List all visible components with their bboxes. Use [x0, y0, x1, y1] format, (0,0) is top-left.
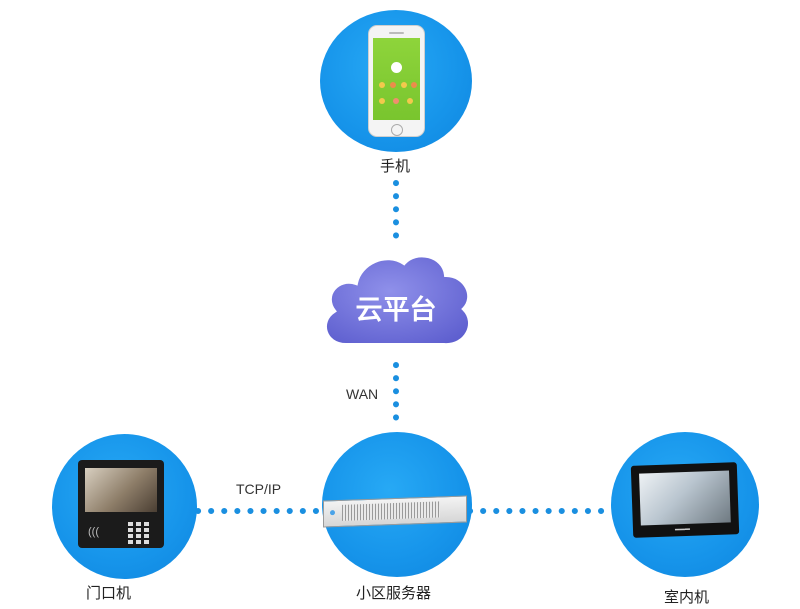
- indoor-unit-label: 室内机: [664, 588, 710, 606]
- indoor-unit-device: ▬▬▬: [630, 462, 740, 538]
- door-keypad: [128, 522, 158, 544]
- app-button-icon: [407, 98, 413, 104]
- phone-home-button: [391, 124, 403, 136]
- server-label: 小区服务器: [356, 584, 432, 602]
- cloud-shape: [323, 253, 472, 348]
- door-station-screen: [85, 468, 157, 512]
- app-button-icon: [390, 82, 396, 88]
- tcp-ip-label: TCP/IP: [236, 481, 282, 497]
- phone-device: [368, 25, 425, 137]
- phone-app-screen: [373, 38, 420, 120]
- wan-label: WAN: [346, 386, 379, 402]
- phone-speaker: [389, 32, 404, 34]
- indoor-unit-screen: [639, 470, 731, 526]
- cloud-label: 云平台: [355, 295, 437, 326]
- app-logo-icon: [391, 62, 402, 73]
- nfc-card-icon: (((: [88, 526, 99, 538]
- server-led-icon: [330, 510, 335, 516]
- door-station-device: (((: [78, 460, 164, 548]
- app-button-icon: [401, 82, 407, 88]
- app-button-icon: [411, 82, 417, 88]
- server-grill: [342, 501, 440, 521]
- server-device: [323, 495, 467, 528]
- app-button-icon: [393, 98, 399, 104]
- app-button-icon: [379, 82, 385, 88]
- phone-label: 手机: [380, 157, 411, 175]
- indoor-unit-logo: ▬▬▬: [674, 525, 691, 533]
- app-button-icon: [379, 98, 385, 104]
- door-station-label: 门口机: [86, 584, 132, 602]
